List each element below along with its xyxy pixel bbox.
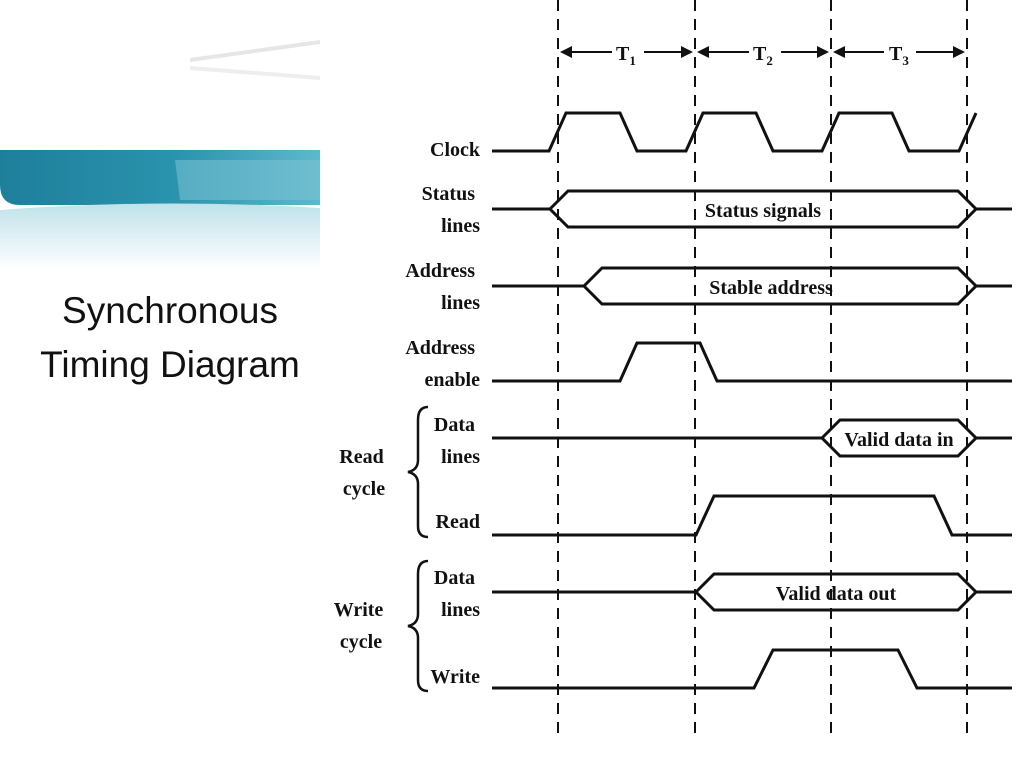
slide-title: Synchronous Timing Diagram	[0, 284, 340, 392]
read-data-bus-text: Valid data in	[844, 429, 953, 451]
decorative-banner	[0, 40, 320, 270]
address-lines-label: Address lines	[405, 260, 480, 314]
read-cycle-label: Read cycle	[339, 446, 388, 500]
slide-title-line-1: Synchronous	[62, 290, 278, 331]
address-enable-waveform	[492, 341, 1012, 383]
period-label-t1: T1	[616, 43, 636, 68]
period-label-t3: T3	[889, 43, 909, 68]
period-arrow-t2: T2	[697, 43, 829, 68]
read-cycle-brace	[407, 405, 429, 539]
write-cycle-brace	[407, 559, 429, 693]
read-waveform	[492, 494, 1012, 537]
clock-waveform	[492, 111, 978, 153]
write-waveform	[492, 648, 1012, 690]
period-arrow-t1: T1	[560, 43, 693, 68]
slide-title-line-2: Timing Diagram	[40, 344, 300, 385]
period-label-t2: T2	[753, 43, 773, 68]
status-bus-text: Status signals	[705, 200, 821, 222]
write-data-lines-label: Data lines	[434, 567, 480, 621]
period-arrow-t3: T3	[833, 43, 965, 68]
address-bus-text: Stable address	[709, 277, 833, 299]
read-signal-label: Read	[436, 511, 480, 533]
read-data-lines-label: Data lines	[434, 414, 480, 468]
write-data-bus-text: Valid data out	[776, 583, 897, 605]
status-lines-label: Status lines	[422, 183, 481, 237]
address-enable-label: Address enable	[405, 337, 480, 391]
clock-label: Clock	[430, 139, 481, 161]
write-signal-label: Write	[430, 666, 480, 688]
write-cycle-label: Write cycle	[334, 599, 389, 653]
